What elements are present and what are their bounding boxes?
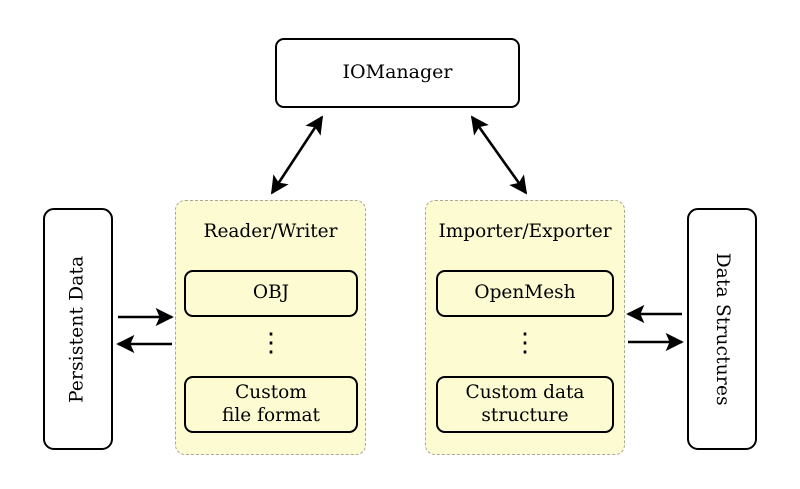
node-data-structures[interactable]: Data Structures <box>687 208 757 450</box>
node-persistent-data[interactable]: Persistent Data <box>43 208 113 450</box>
node-data-structures-label: Data Structures <box>712 252 734 406</box>
node-persistent-data-label: Persistent Data <box>66 255 88 403</box>
group-reader-writer-ellipsis: ⋮ <box>258 328 284 358</box>
node-iomanager[interactable]: IOManager <box>275 38 520 108</box>
node-openmesh-label: OpenMesh <box>474 282 576 304</box>
group-importer-exporter-title: Importer/Exporter <box>438 221 612 242</box>
edge-iomanager-readerwriter <box>270 115 324 195</box>
group-reader-writer-title: Reader/Writer <box>203 221 338 242</box>
node-obj-label: OBJ <box>252 282 290 304</box>
node-obj[interactable]: OBJ <box>184 270 358 317</box>
node-iomanager-label: IOManager <box>342 61 453 84</box>
group-importer-exporter-ellipsis: ⋮ <box>512 328 538 358</box>
edge-iomanager-importerexporter <box>470 115 528 195</box>
node-openmesh[interactable]: OpenMesh <box>436 270 614 317</box>
